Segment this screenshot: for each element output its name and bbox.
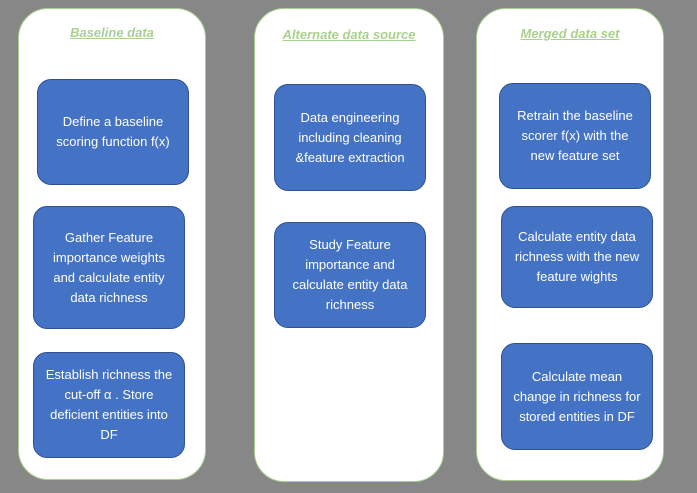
column-title-baseline-data: Baseline data	[70, 25, 154, 40]
step-calculate-entity-richness: Calculate entity data richness with the …	[501, 206, 653, 308]
step-gather-feature-importance: Gather Feature importance weights and ca…	[33, 206, 185, 329]
step-calculate-entity-richness-label: Calculate entity data richness with the …	[514, 229, 640, 284]
step-data-engineering-label: Data engineering including cleaning &fea…	[295, 109, 405, 165]
step-establish-richness-cutoff-label: Establish richness the cut-off α . Store…	[45, 367, 173, 442]
step-calculate-mean-change: Calculate mean change in richness for st…	[501, 343, 653, 450]
column-title-merged-data-set: Merged data set	[520, 26, 620, 41]
column-title-alternate-data-source: Alternate data source	[282, 27, 416, 42]
step-data-engineering: Data engineering including cleaning &fea…	[274, 84, 426, 191]
step-define-baseline-scoring: Define a baseline scoring function f(x)	[37, 79, 189, 185]
step-gather-feature-importance-label: Gather Feature importance weights and ca…	[53, 229, 165, 305]
step-calculate-mean-change-label: Calculate mean change in richness for st…	[513, 368, 641, 424]
step-retrain-baseline-scorer: Retrain the baseline scorer f(x) with th…	[499, 83, 651, 189]
step-study-feature-importance: Study Feature importance and calculate e…	[274, 222, 426, 328]
step-study-feature-importance-label: Study Feature importance and calculate e…	[292, 237, 408, 312]
step-retrain-baseline-scorer-label: Retrain the baseline scorer f(x) with th…	[517, 108, 633, 163]
step-establish-richness-cutoff: Establish richness the cut-off α . Store…	[33, 352, 185, 458]
step-define-baseline-scoring-label: Define a baseline scoring function f(x)	[56, 114, 170, 149]
